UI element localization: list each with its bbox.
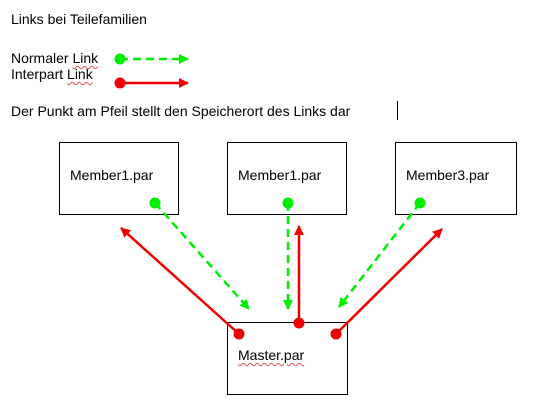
- legend-normal-arrow: [114, 53, 189, 65]
- legend-interpart-label: Interpart Link: [11, 66, 93, 82]
- member-box-2-label: Member1.par: [238, 167, 322, 183]
- normal-link-1: [149, 197, 250, 310]
- legend-normal-prefix: Normaler: [11, 50, 73, 66]
- member-box-3-label: Member3.par: [406, 167, 490, 183]
- page-title: Links bei Teilefamilien: [11, 11, 147, 27]
- normal-link-2: [282, 197, 294, 310]
- master-box-label: Master.par: [238, 347, 305, 363]
- text-cursor: [397, 101, 398, 120]
- legend-normal-word: Link: [72, 50, 99, 66]
- master-box[interactable]: Master.par: [227, 322, 348, 395]
- legend-normal-label: Normaler Link: [11, 50, 98, 66]
- interpart-link-1: [120, 227, 245, 340]
- normal-link-3: [338, 197, 426, 308]
- legend-interpart-prefix: Interpart: [11, 66, 68, 82]
- interpart-link-3: [330, 228, 443, 340]
- legend-interpart-arrow: [114, 77, 189, 89]
- explanation-note: Der Punkt am Pfeil stellt den Speicheror…: [11, 103, 351, 119]
- legend-interpart-word: Link: [67, 66, 93, 82]
- member-box-1-label: Member1.par: [70, 167, 154, 183]
- interpart-link-2: [293, 225, 305, 329]
